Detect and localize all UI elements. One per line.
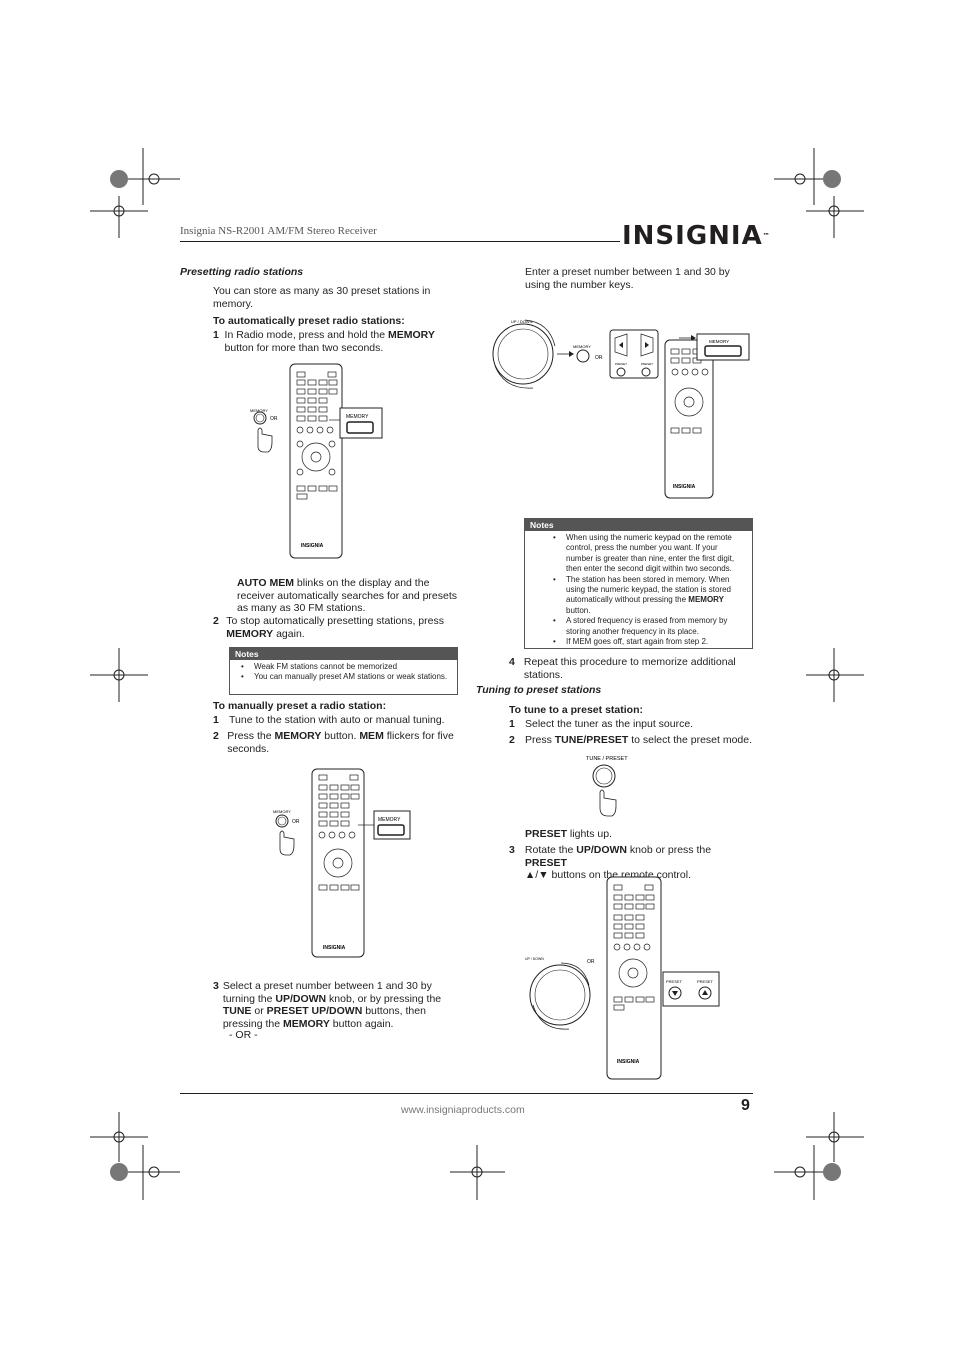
note-item: Weak FM stations cannot be memorized [241,662,451,673]
auto-step-2: 2 To stop automatically presetting stati… [213,615,444,640]
svg-text:PRESET: PRESET [641,362,653,366]
svg-text:OR: OR [587,959,595,965]
svg-text:OR: OR [595,355,603,361]
svg-text:OR: OR [292,819,300,825]
svg-text:UP / DOWN: UP / DOWN [525,957,544,961]
tuning-step-2: 2 Press TUNE/PRESET to select the preset… [509,734,753,746]
svg-text:UP / DOWN: UP / DOWN [511,319,533,324]
remote-memory-figure-1: INSIGNIA MEMORY MEMORY OR [250,363,383,559]
note-item: You can manually preset AM stations or w… [241,672,451,683]
svg-text:MEMORY: MEMORY [378,817,401,823]
notes-title: Notes [525,519,752,531]
svg-text:OR: OR [270,416,278,422]
manual-step-3: 3 Select a preset number between 1 and 3… [213,980,442,1030]
header-rule [180,241,620,242]
tune-preset-figure: TUNE / PRESET [586,756,628,817]
svg-text:INSIGNIA: INSIGNIA [301,543,324,549]
header-title: Insignia NS-R2001 AM/FM Stereo Receiver [180,225,377,237]
tuning-heading: To tune to a preset station: [509,704,643,716]
notes-title: Notes [230,648,457,660]
section-title-presetting: Presetting radio stations [180,266,304,278]
number-keys-text: Enter a preset number between 1 and 30 b… [525,266,730,291]
manual-heading: To manually preset a radio station: [213,700,387,712]
note-item: When using the numeric keypad on the rem… [553,533,746,575]
svg-text:INSIGNIA: INSIGNIA [673,484,696,490]
remote-memory-figure-2: INSIGNIA MEMORY MEMORY OR [273,768,411,958]
notes-box-1: Notes Weak FM stations cannot be memoriz… [229,647,458,695]
section-title-tuning: Tuning to preset stations [476,684,602,696]
svg-text:PRESET: PRESET [615,362,627,366]
svg-text:MEMORY: MEMORY [273,809,291,814]
notes-box-2: Notes When using the numeric keypad on t… [524,518,753,649]
svg-text:MEMORY: MEMORY [709,339,729,344]
svg-text:MEMORY: MEMORY [346,414,369,420]
note-item: If MEM goes off, start again from step 2… [553,637,746,648]
note-item: The station has been stored in memory. W… [553,575,746,617]
intro-text: You can store as many as 30 preset stati… [213,285,431,310]
auto-heading: To automatically preset radio stations: [213,315,405,327]
svg-text:TUNE / PRESET: TUNE / PRESET [586,756,628,762]
footer-url[interactable]: www.insigniaproducts.com [401,1104,525,1116]
remote-number-keys-figure: UP / DOWN MEMORY OR PRESET PRESET INSIGNI… [492,319,750,499]
page-number: 9 [741,1097,750,1114]
note-item: A stored frequency is erased from memory… [553,616,746,637]
svg-text:MEMORY: MEMORY [250,408,268,413]
footer-rule [180,1093,753,1094]
auto-step-1: 1 In Radio mode, press and hold the MEMO… [213,329,435,354]
remote-preset-figure: INSIGNIA UP / DOWN OR PRESET PRESET [525,876,720,1080]
manual-step-2: 2 Press the MEMORY button. MEM flickers … [213,730,454,755]
insignia-logo: INSIGNIA™ [622,221,771,251]
auto-mem-text: AUTO MEM blinks on the display and the r… [237,577,458,614]
preset-lights-text: PRESET lights up. [525,828,612,840]
svg-text:PRESET: PRESET [666,979,683,984]
svg-text:MEMORY: MEMORY [573,344,591,349]
svg-text:PRESET: PRESET [697,979,714,984]
svg-text:INSIGNIA: INSIGNIA [617,1059,640,1065]
or-separator: - OR - [229,1029,258,1041]
svg-text:INSIGNIA: INSIGNIA [323,945,346,951]
